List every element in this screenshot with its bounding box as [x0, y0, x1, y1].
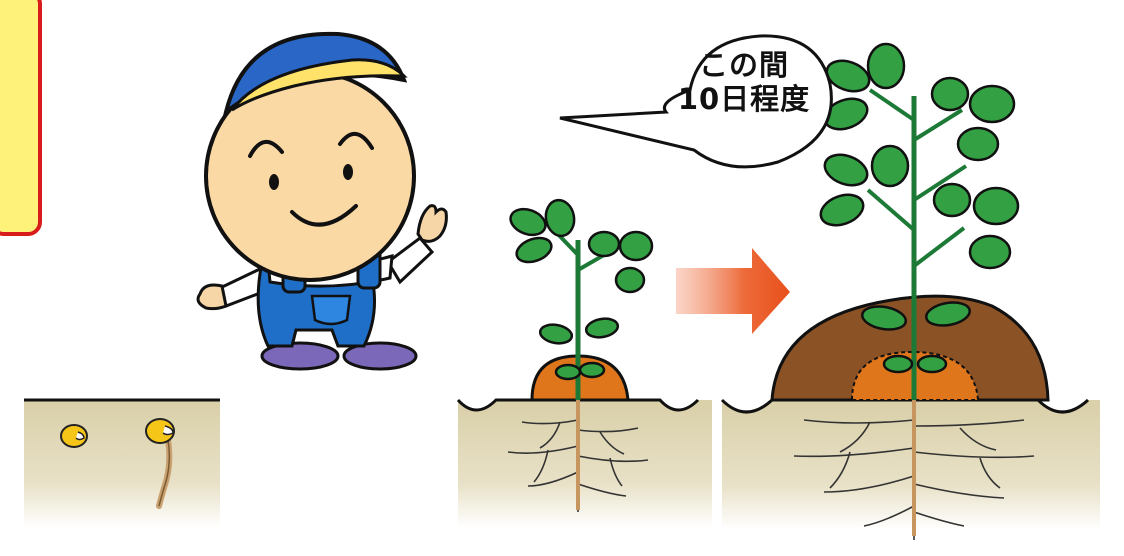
- callout-line-1: この間: [698, 48, 789, 82]
- sprouting-seed-icon: [145, 418, 175, 509]
- mascot-farmer: [196, 31, 448, 371]
- callout-text: この間 10日程度: [664, 48, 824, 116]
- progress-arrow-icon: [676, 248, 790, 334]
- note-box: [0, 0, 42, 236]
- stage-seeds: [24, 398, 220, 528]
- callout-line-2: 10日程度: [677, 82, 811, 116]
- speech-bubble: [559, 34, 833, 169]
- leaves-young: [509, 198, 654, 381]
- leaves-grown: [819, 42, 1020, 374]
- stage-young-plant: [456, 198, 712, 528]
- stage-grown-plant: [720, 42, 1100, 540]
- seed-icon: [60, 424, 88, 448]
